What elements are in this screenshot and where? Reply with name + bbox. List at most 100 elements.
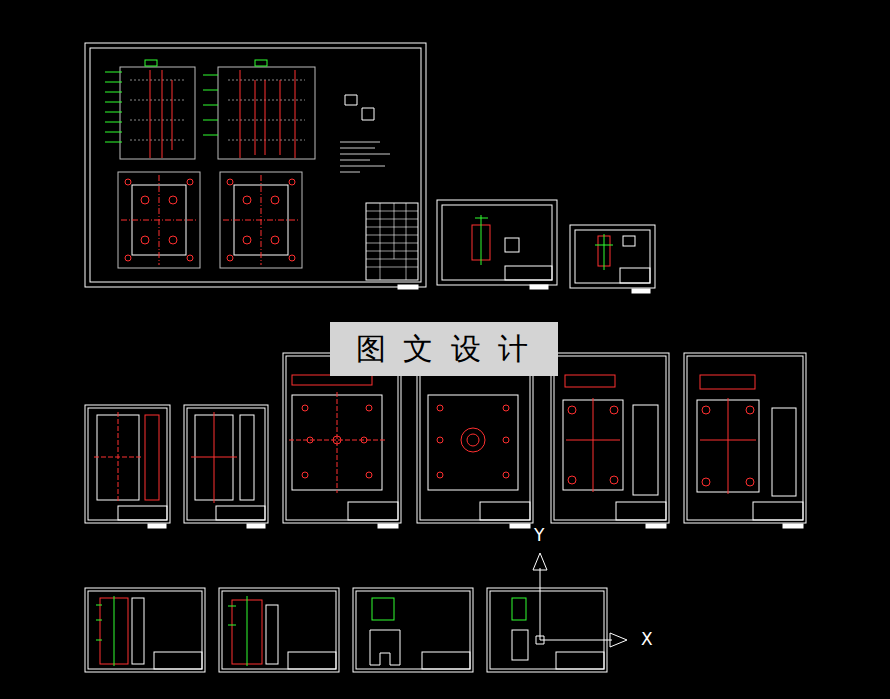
title-block xyxy=(753,502,803,520)
ucs-axes xyxy=(533,553,627,647)
center-lines xyxy=(566,398,620,492)
origin-box xyxy=(536,636,544,644)
view-tag xyxy=(145,60,157,66)
note-lines xyxy=(340,142,390,172)
bolt-holes xyxy=(125,179,295,261)
title-block xyxy=(118,506,167,520)
title-block xyxy=(505,266,552,280)
sheet-border xyxy=(85,405,170,523)
sheet-tag xyxy=(148,524,166,528)
sheet-tag xyxy=(783,524,803,528)
bolt-holes xyxy=(302,405,372,478)
sheet-border xyxy=(417,353,533,523)
sheet-frame xyxy=(442,205,552,280)
part-section xyxy=(132,598,144,664)
sheet-border xyxy=(570,225,655,288)
title-block xyxy=(480,502,530,520)
center-lines xyxy=(289,392,385,493)
sheet-frame xyxy=(490,591,604,669)
leader-lines xyxy=(228,596,247,666)
part-iso xyxy=(505,238,519,252)
center-lines xyxy=(191,412,237,503)
title-block xyxy=(620,268,650,283)
plate-sheets xyxy=(85,353,806,528)
section-view xyxy=(218,67,315,159)
title-block-grid xyxy=(366,203,418,280)
sheet-border xyxy=(85,43,426,287)
plate-section xyxy=(292,375,372,385)
sheet-tag xyxy=(510,524,530,528)
sheet-border xyxy=(437,200,557,285)
part-view xyxy=(512,598,526,620)
part-sketch xyxy=(345,95,374,120)
center-lines xyxy=(121,175,300,265)
sheet-tag xyxy=(378,524,398,528)
plate-section xyxy=(633,405,658,495)
sheet-tag xyxy=(646,524,666,528)
sheet-border xyxy=(184,405,268,523)
watermark-text: 图 文 设 计 xyxy=(356,329,533,370)
view-tag xyxy=(255,60,267,66)
sheet-frame xyxy=(88,591,202,669)
title-block xyxy=(422,652,470,669)
part-view xyxy=(372,598,394,620)
component-sheets xyxy=(85,588,607,672)
sheet-frame xyxy=(286,356,398,520)
sheet-border xyxy=(219,588,339,672)
sheet-border xyxy=(487,588,607,672)
cavity-lines xyxy=(150,70,295,158)
leader-lines xyxy=(595,234,613,270)
plate-view xyxy=(428,395,518,490)
sheet-border xyxy=(283,353,401,523)
title-block xyxy=(556,652,604,669)
part-section xyxy=(512,630,528,660)
title-block xyxy=(348,502,398,520)
section-view xyxy=(120,67,195,159)
title-block xyxy=(288,652,336,669)
sheet-frame xyxy=(88,408,167,520)
title-block xyxy=(216,506,265,520)
leader-lines xyxy=(96,596,114,666)
title-block xyxy=(616,502,666,520)
leader-lines xyxy=(105,72,218,142)
sheet-border xyxy=(85,588,205,672)
sheet-border xyxy=(684,353,806,523)
sheet-frame xyxy=(554,356,666,520)
part-iso xyxy=(623,236,635,246)
title-block xyxy=(154,652,202,669)
sheet-frame xyxy=(187,408,265,520)
sheet-frame xyxy=(356,591,470,669)
axis-lines xyxy=(540,568,612,640)
hatch-lines xyxy=(130,80,305,140)
plate-section xyxy=(700,375,755,389)
sheet-border xyxy=(353,588,473,672)
sheet-border xyxy=(551,353,669,523)
plate-section xyxy=(772,408,796,496)
sheet-frame xyxy=(222,591,336,669)
part-section xyxy=(370,630,400,665)
center-lines xyxy=(700,398,756,494)
sheet-frame xyxy=(420,356,530,520)
center-lines xyxy=(94,412,142,503)
x-arrowhead xyxy=(610,633,627,647)
sheet-tag xyxy=(247,524,265,528)
sheet-tag xyxy=(530,285,548,289)
axis-label: Y xyxy=(534,527,544,544)
sheet-frame xyxy=(575,230,650,283)
sheet-frame xyxy=(687,356,803,520)
sheet-tag xyxy=(398,285,418,289)
leader-lines xyxy=(475,215,488,265)
part-sheet xyxy=(437,200,655,293)
assembly-sheet xyxy=(85,43,426,289)
plate-section xyxy=(240,415,254,500)
bolt-holes xyxy=(568,406,618,484)
title-block xyxy=(366,203,418,280)
axis-label: X xyxy=(641,631,653,648)
bolt-holes xyxy=(702,406,754,486)
watermark-band: 图 文 设 计 xyxy=(330,322,558,376)
plate-section xyxy=(145,415,159,500)
sheet-frame xyxy=(90,48,421,282)
sheet-tag xyxy=(632,289,650,293)
part-section xyxy=(266,605,278,664)
y-arrowhead xyxy=(533,553,547,570)
